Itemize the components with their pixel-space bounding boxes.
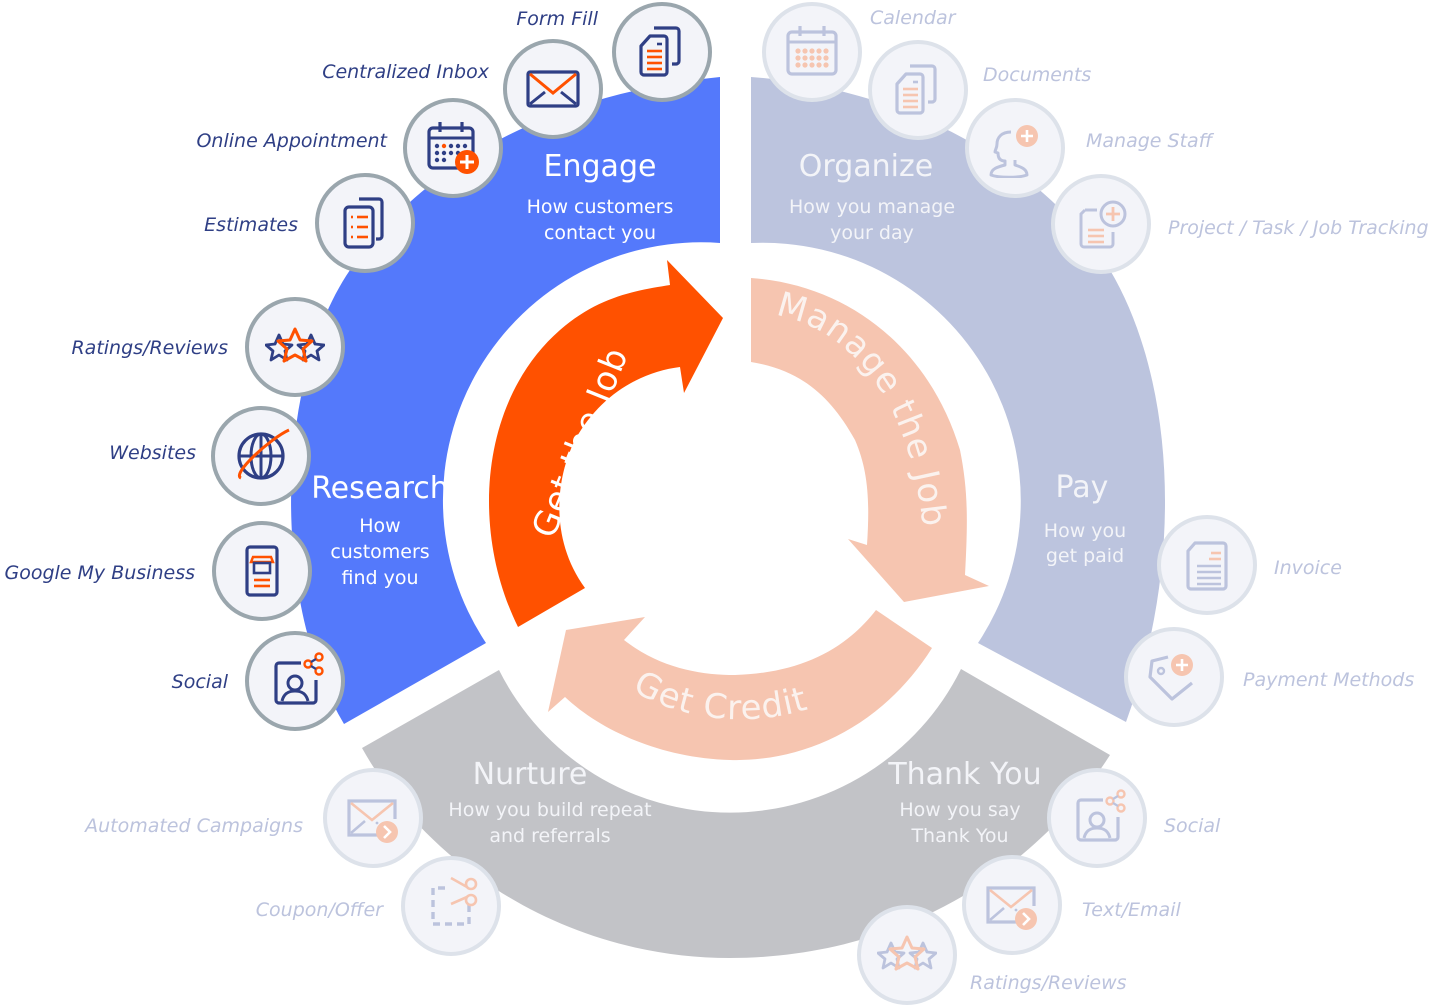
tool-node-research-google-my-business[interactable]: Google My Business [4,521,312,621]
tool-label[interactable]: Payment Methods [1243,669,1414,691]
segment-title-research: Research [311,471,449,506]
tool-label[interactable]: Automated Campaigns [83,815,303,837]
tool-label[interactable]: Centralized Inbox [322,61,490,83]
segment-sub-organize-1: How you manage [789,196,955,218]
tool-label[interactable]: Text/Email [1082,899,1181,921]
icon-circle[interactable] [401,856,501,956]
segment-sub-nurture-1: How you build repeat [448,799,651,821]
tool-node-engage-online-appointment[interactable]: Online Appointment [196,98,503,198]
segment-nurture-thankyou [362,669,1110,958]
tool-node-engage-estimates[interactable]: Estimates [204,173,415,273]
tool-node-thankyou-social[interactable]: Social [1047,768,1221,868]
icon-circle[interactable] [1051,174,1151,274]
tool-node-research-social[interactable]: Social [172,631,345,731]
icon-circle[interactable] [965,98,1065,198]
icon-circle[interactable] [1047,768,1147,868]
tool-node-organize-documents[interactable]: Documents [868,40,1091,140]
icon-circle[interactable] [1124,627,1224,727]
tool-label[interactable]: Project / Task / Job Tracking [1168,217,1429,239]
icon-circle[interactable] [245,297,345,397]
tool-node-research-websites[interactable]: Websites [109,406,311,506]
segment-sub-pay-1: How you [1044,520,1126,542]
tool-label[interactable]: Ratings/Reviews [970,972,1127,994]
arrow-manage-the-job [751,278,989,602]
icon-circle[interactable] [503,39,603,139]
tool-label[interactable]: Online Appointment [196,130,388,152]
icon-circle[interactable] [403,98,503,198]
tool-node-thankyou-text-email[interactable]: Text/Email [962,855,1181,955]
segment-title-thankyou: Thank You [887,757,1041,792]
segment-sub-engage-2: contact you [544,222,656,244]
segment-title-engage: Engage [544,149,657,184]
tool-label[interactable]: Form Fill [516,8,598,30]
tool-node-engage-form-fill[interactable]: Form Fill [516,2,712,102]
tool-label[interactable]: Social [1164,815,1221,837]
tool-node-thankyou-ratings-reviews[interactable]: Ratings/Reviews [857,905,1127,1005]
tool-label[interactable]: Google My Business [4,562,195,584]
tool-node-pay-invoice[interactable]: Invoice [1157,515,1342,615]
tool-node-organize-project-task-job-tracking[interactable]: Project / Task / Job Tracking [1051,174,1429,274]
icon-circle[interactable] [245,631,345,731]
segment-sub-research-1: How [359,515,400,537]
tool-label[interactable]: Ratings/Reviews [71,337,228,359]
tool-node-organize-calendar[interactable]: Calendar [762,2,957,102]
icon-circle[interactable] [212,521,312,621]
tool-node-engage-centralized-inbox[interactable]: Centralized Inbox [322,39,603,139]
tool-label[interactable]: Invoice [1274,557,1342,579]
tool-node-pay-payment-methods[interactable]: Payment Methods [1124,627,1414,727]
segment-sub-thankyou-2: Thank You [910,825,1008,847]
segment-sub-research-2: customers [330,541,429,563]
tool-node-organize-manage-staff[interactable]: Manage Staff [965,98,1215,198]
tool-label[interactable]: Websites [109,442,196,464]
tool-label[interactable]: Estimates [204,214,298,236]
tool-label[interactable]: Social [172,671,229,693]
icon-circle[interactable] [857,905,957,1005]
tool-node-nurture-coupon-offer[interactable]: Coupon/Offer [256,856,501,956]
segment-sub-pay-2: get paid [1046,545,1124,567]
icon-circle[interactable] [315,173,415,273]
segment-sub-engage-1: How customers [527,196,674,218]
segment-sub-research-3: find you [341,567,418,589]
tool-label[interactable]: Calendar [870,7,957,29]
tool-label[interactable]: Manage Staff [1086,130,1215,152]
tool-label[interactable]: Coupon/Offer [256,899,384,921]
segment-title-nurture: Nurture [473,757,588,792]
segment-title-pay: Pay [1056,470,1109,505]
tool-node-nurture-automated-campaigns[interactable]: Automated Campaigns [83,768,423,868]
arrow-get-the-job [489,260,723,627]
tool-label[interactable]: Documents [983,64,1091,86]
tool-node-research-ratings-reviews[interactable]: Ratings/Reviews [71,297,345,397]
segment-title-organize: Organize [799,149,933,184]
segment-sub-nurture-2: and referrals [489,825,610,847]
segment-sub-organize-2: your day [830,222,914,244]
arrow-get-credit [548,610,932,761]
segment-sub-thankyou-1: How you say [899,799,1020,821]
